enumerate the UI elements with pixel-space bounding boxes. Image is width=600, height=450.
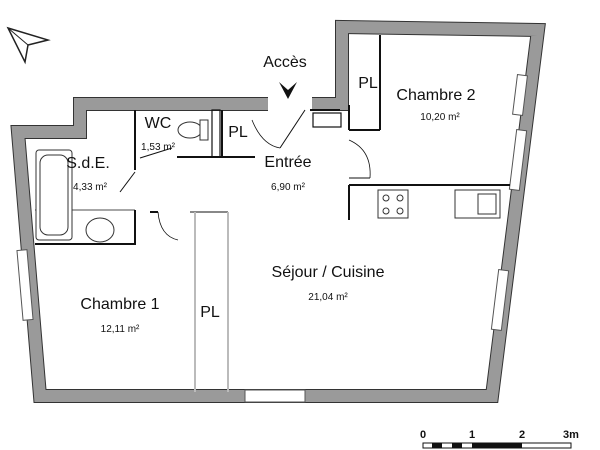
windows: [16, 73, 528, 403]
fixtures: [35, 119, 501, 243]
scale-bar: [422, 442, 572, 449]
access-arrow-icon: [279, 82, 297, 99]
scale-tick: 0: [419, 429, 427, 441]
room-name-sejour-cuisine: Séjour / Cuisine: [271, 264, 385, 281]
scale-tick: 3m: [563, 429, 579, 441]
room-area-chambre-1: 12,11 m²: [100, 324, 140, 335]
closet-label: PL: [228, 124, 248, 141]
room-name-sde: S.d.E.: [66, 155, 110, 172]
room-area-entree: 6,90 m²: [271, 182, 305, 193]
room-name-wc: WC: [144, 115, 172, 132]
scale-tick: 1: [468, 429, 476, 441]
room-name-chambre-1: Chambre 1: [80, 296, 160, 313]
closet-label: PL: [200, 304, 220, 321]
room-area-chambre-2: 10,20 m²: [420, 112, 460, 123]
room-area-sejour-cuisine: 21,04 m²: [308, 292, 348, 303]
closet-label: PL: [358, 75, 378, 92]
scale-tick: 2: [518, 429, 526, 441]
room-area-wc: 1,53 m²: [141, 142, 175, 153]
north-arrow-icon: [6, 26, 51, 65]
room-area-sde: 4,33 m²: [73, 182, 107, 193]
room-name-entree: Entrée: [264, 154, 312, 171]
room-name-chambre-2: Chambre 2: [396, 87, 476, 104]
access-label: Accès: [263, 54, 307, 71]
